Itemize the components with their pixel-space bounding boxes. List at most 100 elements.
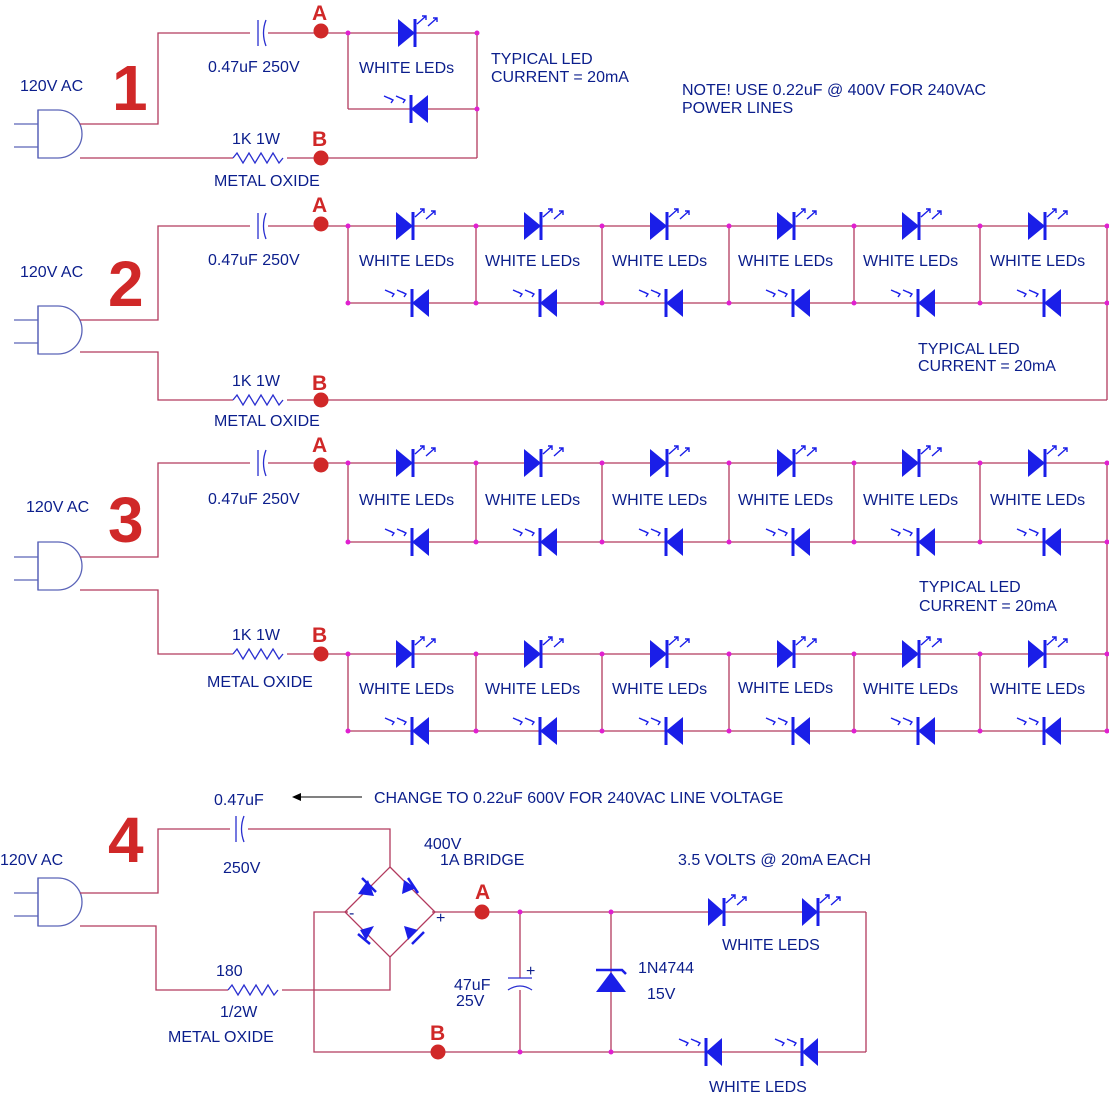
node-b-label-4: B [430,1022,445,1045]
resistor-watt-4: 1/2W [220,1004,258,1021]
led-4-bottom-2 [774,1038,818,1066]
circuit-3: 3 120V AC 0.47uF 250V 1K 1W METAL OXIDE … [14,434,1109,745]
resistor-3 [232,647,284,661]
resistor-type-3: METAL OXIDE [207,674,313,691]
node-a-dot-2 [313,216,329,232]
zener-voltage-label: 15V [647,986,676,1003]
node-b-dot-1 [313,150,329,166]
ac-plug-2 [14,305,83,355]
ac-plug-1 [14,109,83,159]
note-line2: POWER LINES [682,100,793,117]
resistor-2 [232,393,284,407]
c3-top-led-up-6 [1028,445,1068,477]
led-label-3-top-3: WHITE LEDs [612,492,707,509]
c2-led-up-6 [1028,208,1068,240]
change-note: CHANGE TO 0.22uF 600V FOR 240VAC LINE VO… [374,790,783,807]
bridge-rectifier [344,866,436,958]
c3-top-led-down-1 [384,528,429,556]
current-line1-2: TYPICAL LED [918,341,1020,358]
led-label-3-top-2: WHITE LEDs [485,492,580,509]
led-label-3-bottom-5: WHITE LEDs [863,681,958,698]
led-label-4-bottom: WHITE LEDS [709,1079,807,1094]
c2-led-down-4 [765,289,810,317]
c3-bottom-led-down-1 [384,717,429,745]
c2-led-up-3 [650,208,690,240]
current-line2-1: CURRENT = 20mA [491,69,629,86]
c3-bottom-led-down-3 [638,717,683,745]
current-line1-1: TYPICAL LED [491,51,593,68]
node-a-label-3: A [312,434,327,457]
led-label-2-3: WHITE LEDs [612,253,707,270]
led-ladder-3-bottom [345,636,1109,745]
resistor-type-2: METAL OXIDE [214,413,320,430]
node-b-dot-2 [313,392,329,408]
node-a-dot-4 [474,904,490,920]
node-a-dot-1 [313,23,329,39]
led-label-3-bottom-3: WHITE LEDs [612,681,707,698]
capacitor-1 [257,19,267,47]
c2-led-down-5 [890,289,935,317]
c3-top-led-up-2 [524,445,564,477]
c3-bottom-led-down-6 [1016,717,1061,745]
source-label-1: 120V AC [20,78,83,95]
filter-cap-voltage: 25V [456,993,485,1010]
current-line2-3: CURRENT = 20mA [919,598,1057,615]
led-4-top-1 [708,894,747,926]
circuit-number-3: 3 [108,484,144,556]
circuit-number-1: 1 [112,52,148,124]
capacitor-value-4: 0.47uF [214,792,264,809]
led-label-3-top-6: WHITE LEDs [990,492,1085,509]
c3-top-led-down-5 [890,528,935,556]
node-a-dot-3 [313,457,329,473]
c3-top-led-down-4 [765,528,810,556]
node-a-label-1: A [312,2,327,25]
bridge-plus: + [436,910,445,927]
led-label-3-bottom-2: WHITE LEDs [485,681,580,698]
circuit-number-2: 2 [108,248,144,320]
resistor-type-4: METAL OXIDE [168,1029,274,1046]
c2-led-up-4 [777,208,817,240]
c2-led-down-2 [512,289,557,317]
led-up-1 [398,15,438,47]
capacitor-voltage-4: 250V [223,860,261,877]
led-label-3-top-1: WHITE LEDs [359,492,454,509]
resistor-value-4: 180 [216,963,243,980]
c3-bottom-led-up-6 [1028,636,1068,668]
led-label-3-bottom-6: WHITE LEDs [990,681,1085,698]
current-line1-3: TYPICAL LED [919,579,1021,596]
resistor-1 [232,151,284,165]
circuit-4: 4 120V AC 0.47uF 250V CHANGE TO 0.22uF 6… [0,790,871,1094]
c2-led-down-6 [1016,289,1061,317]
c3-bottom-led-up-3 [650,636,690,668]
node-a-label-4: A [475,881,490,904]
led-label-3-bottom-1: WHITE LEDs [359,681,454,698]
led-rating-label: 3.5 VOLTS @ 20mA EACH [678,852,871,869]
capacitor-2 [257,212,267,240]
capacitor-label-1: 0.47uF 250V [208,59,300,76]
node-b-label-1: B [312,128,327,151]
led-ladder-2 [345,208,1109,317]
c3-top-led-up-5 [902,445,942,477]
ac-plug-3 [14,541,83,591]
led-label-4-top: WHITE LEDS [722,937,820,954]
capacitor-4 [235,815,245,843]
circuit-1: 1 120V AC 0.47uF 250V 1K 1W METAL OXIDE … [14,2,986,190]
bridge-label-line1: 400V [424,836,462,853]
led-label-1: WHITE LEDs [359,60,454,77]
c3-bottom-led-down-2 [512,717,557,745]
filter-capacitor [507,977,533,991]
filter-cap-plus: + [526,963,535,980]
c3-top-led-down-3 [638,528,683,556]
led-label-2-1: WHITE LEDs [359,253,454,270]
c3-bottom-led-up-4 [777,636,817,668]
c3-top-led-down-6 [1016,528,1061,556]
capacitor-label-2: 0.47uF 250V [208,252,300,269]
node-b-label-2: B [312,372,327,395]
source-label-4: 120V AC [0,852,63,869]
led-down-1 [383,95,428,123]
resistor-value-3: 1K 1W [232,627,281,644]
zener-part-label: 1N4744 [638,960,694,977]
led-label-3-bottom-4: WHITE LEDs [738,680,833,697]
note-line1: NOTE! USE 0.22uF @ 400V FOR 240VAC [682,82,986,99]
